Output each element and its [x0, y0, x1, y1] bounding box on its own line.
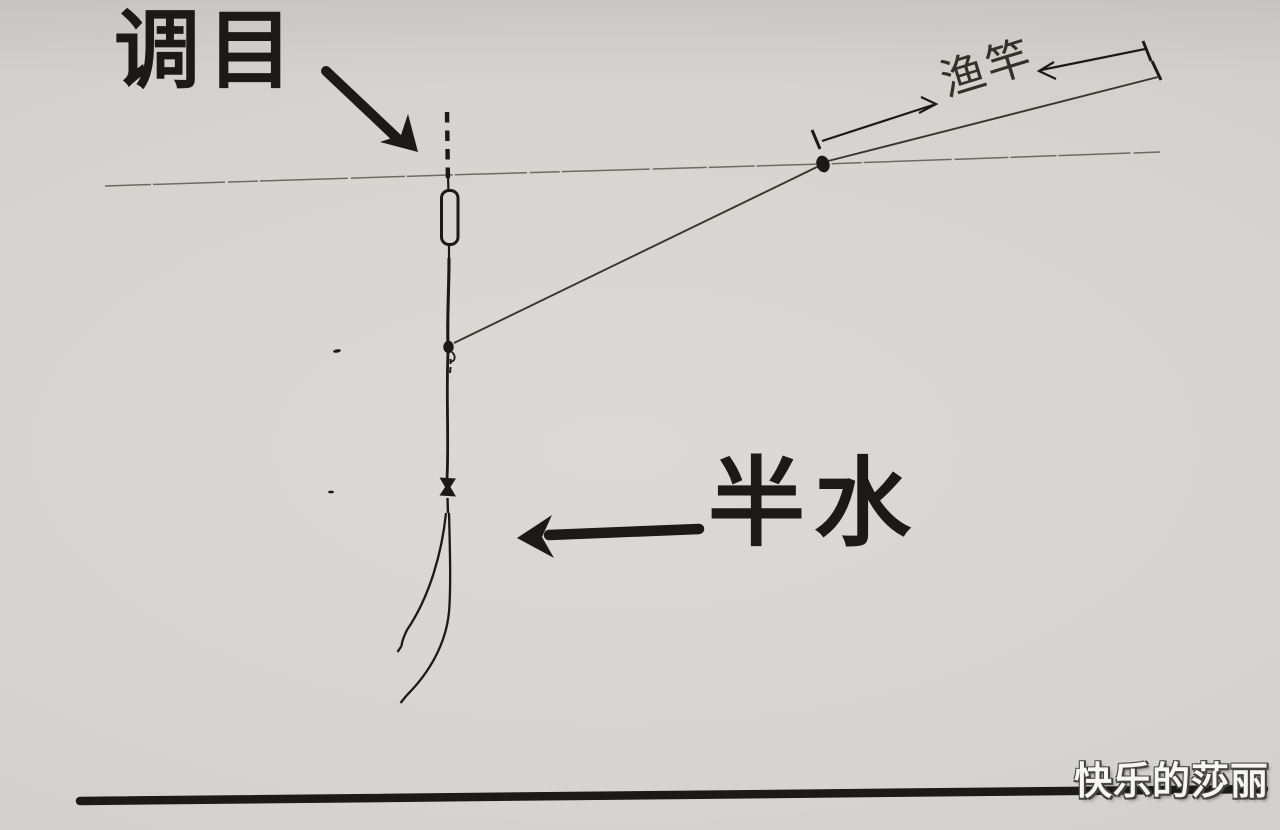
hook-long-tip [399, 694, 408, 704]
line-connector-to-lead [445, 352, 450, 479]
banshui-arrow-shaft [543, 523, 705, 541]
dimension-right-tick [1141, 40, 1153, 62]
banshui-arrowhead [517, 515, 554, 558]
rod-dimension-annotation [810, 40, 1163, 150]
rod-line [827, 76, 1159, 162]
bottom-ground-line [75, 784, 1269, 806]
dimension-left-arrowhead [918, 96, 939, 114]
dimension-right-arrowhead [1036, 61, 1057, 80]
main-line-to-rod [453, 165, 820, 344]
dimension-right-arrow-line [1040, 47, 1146, 72]
banshui-arrow [517, 515, 705, 558]
lead-seat-stub [446, 497, 450, 514]
lead-weight-seat [439, 477, 456, 497]
hook-short-tip [396, 645, 403, 653]
dimension-left-arrow-line [821, 103, 934, 143]
water-surface-line [104, 151, 1161, 187]
rod-tip-knot [816, 155, 830, 173]
tiaomu-arrow [321, 66, 418, 152]
tiaomu-arrow-shaft [321, 66, 404, 145]
hook-line-short [400, 512, 448, 647]
pen-speck-upper [333, 349, 341, 353]
float-antenna-dashed-line [444, 111, 451, 185]
label-banshui: 半水 [708, 447, 920, 560]
label-tiaomu: 调目 [114, 1, 300, 101]
dimension-left-tick [810, 129, 822, 150]
hook-line-long [406, 512, 452, 696]
watermark: 快乐的莎丽 [1074, 759, 1270, 803]
tiaomu-arrowhead [380, 114, 418, 152]
line-connector-knot [443, 340, 454, 354]
pen-speck-lower [328, 490, 334, 494]
rod-end-tick [1150, 60, 1163, 81]
line-texture-dashes [449, 359, 452, 374]
line-float-to-connector [446, 257, 451, 345]
float-body [440, 189, 460, 246]
